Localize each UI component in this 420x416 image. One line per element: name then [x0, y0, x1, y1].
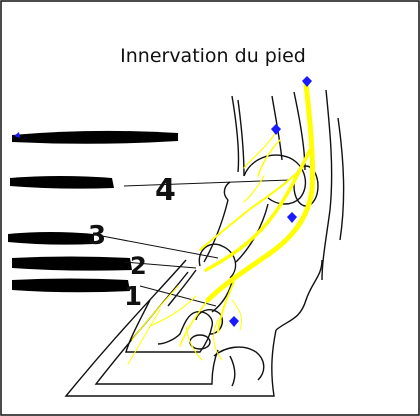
hoof-wall-outer [64, 259, 277, 397]
label-3: 3 [88, 221, 106, 251]
nerve-twig-9 [185, 325, 203, 361]
nerve-twig-5 [131, 285, 179, 341]
fetlock-joint [243, 154, 307, 205]
leader-line-2 [123, 261, 197, 269]
nerve-twig-2 [243, 131, 277, 169]
nerve-twig-3 [243, 175, 265, 203]
diagram-title: Innervation du pied [120, 45, 306, 67]
label-4: 4 [155, 173, 176, 208]
redacted-labels [8, 130, 178, 293]
heel-back [275, 259, 323, 331]
nerve-twig-6 [127, 309, 161, 365]
coronary-front [167, 269, 197, 307]
main-nerve-trunk [205, 81, 316, 303]
back-skin-line [321, 89, 333, 281]
nerve-twig-1 [257, 139, 281, 177]
nerve-twig-7 [231, 299, 243, 331]
fetlock-front [223, 181, 231, 201]
pastern-joint [198, 243, 237, 279]
nerve-branch-4 [179, 299, 209, 347]
nerve-branch-2 [199, 169, 301, 251]
redaction-marker [14, 132, 20, 138]
redaction-bar-3 [8, 232, 94, 245]
nerve-branch-1 [204, 148, 312, 272]
nerve-network [127, 81, 316, 365]
leader-line-3 [101, 235, 219, 259]
coffin-bone [125, 299, 213, 353]
diamond-marker-4 [229, 316, 239, 327]
diamond-marker-1 [302, 76, 312, 87]
nerve-twig-4 [149, 295, 197, 327]
frog-line [229, 355, 236, 387]
diamond-marker-2 [271, 124, 281, 135]
leader-line-4 [123, 179, 291, 187]
bone-front-line [293, 91, 306, 171]
tendon-line [337, 117, 345, 241]
bone-shaft-left [237, 99, 245, 177]
redaction-bar-4 [12, 256, 132, 271]
diamond-marker-3 [287, 212, 297, 223]
leader-line-1 [139, 285, 217, 307]
label-2: 2 [130, 252, 147, 280]
pastern-back [235, 203, 269, 263]
redaction-bar-2 [10, 176, 114, 189]
redaction-bar-5 [12, 278, 130, 293]
front-skin-line [231, 95, 240, 173]
redaction-bar-1 [12, 130, 178, 144]
heel-bulb [213, 346, 265, 381]
label-1: 1 [124, 282, 142, 312]
leader-lines [101, 179, 291, 307]
nerve-branch-3 [217, 281, 235, 333]
nerve-twig-8 [213, 319, 223, 361]
marker-group [229, 76, 312, 327]
